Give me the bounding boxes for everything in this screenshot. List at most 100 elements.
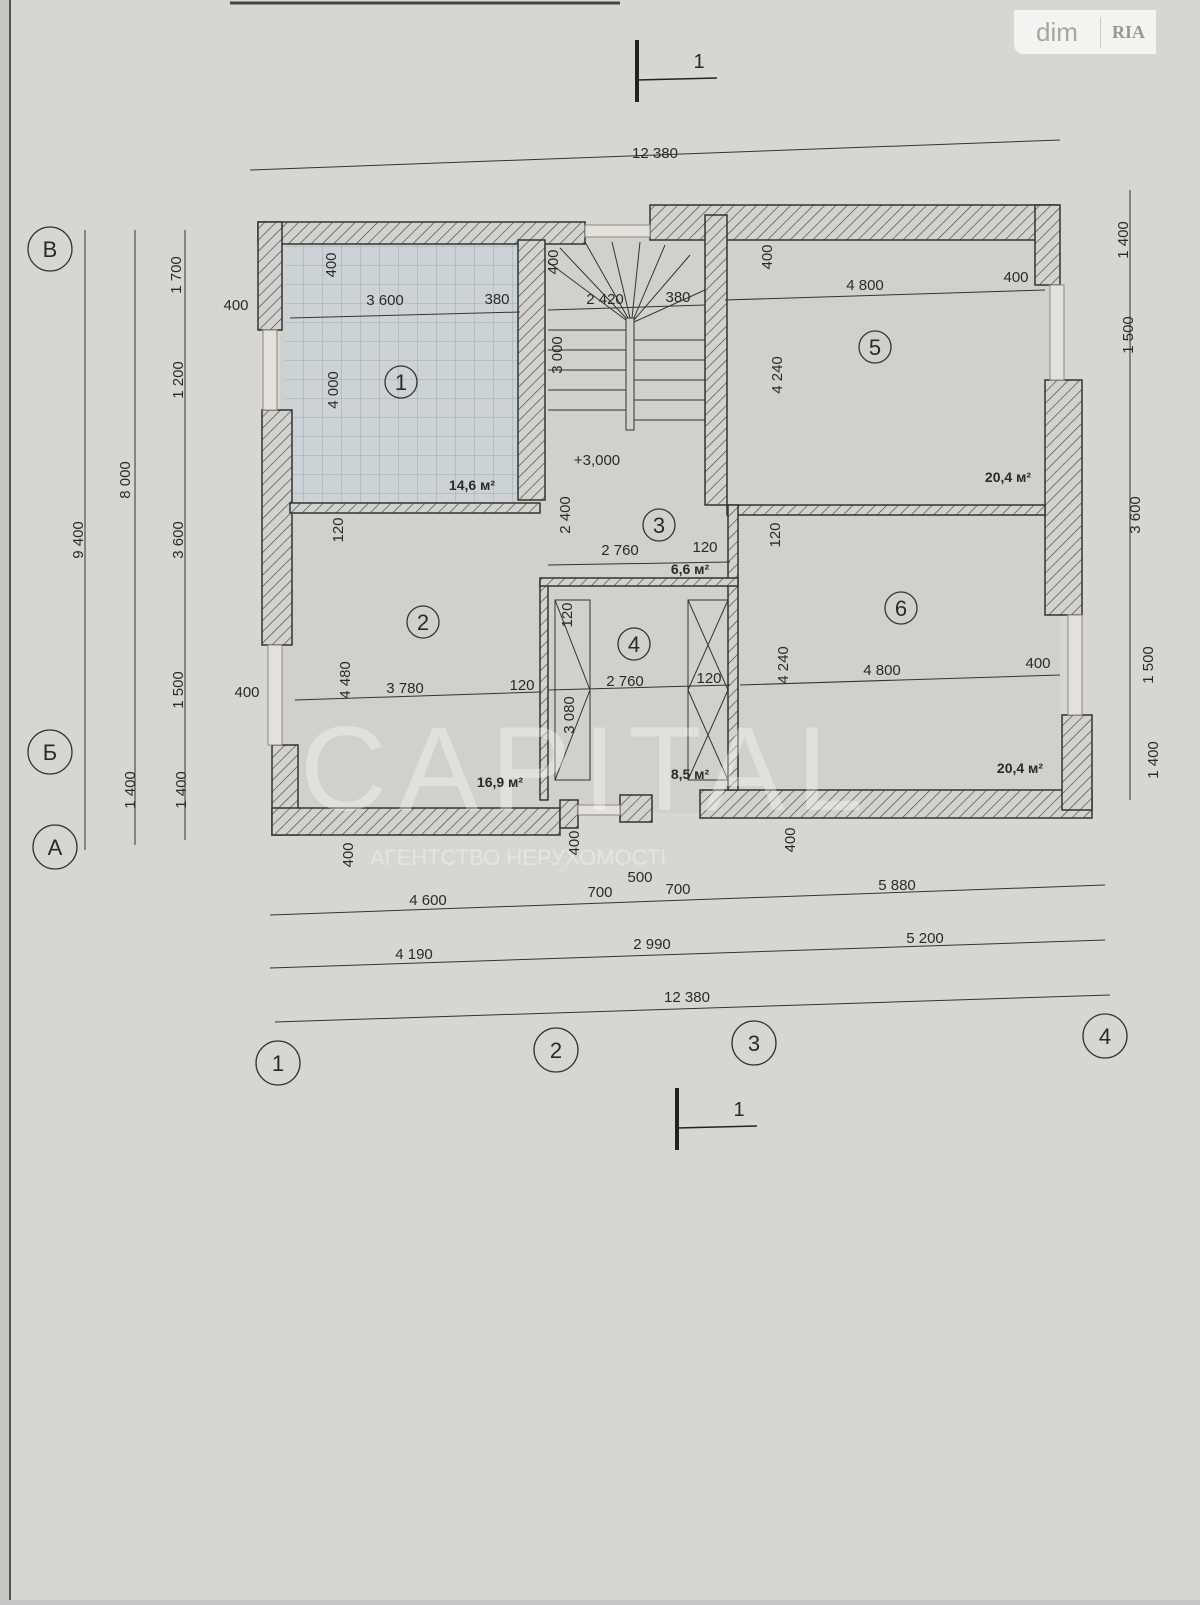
dimension-line <box>547 684 731 691</box>
dimension-room6: 4 240 <box>775 646 792 684</box>
dimension-stair: 2 420 <box>586 291 624 308</box>
dimension-line <box>274 994 1111 1023</box>
dimension-room1: 3 600 <box>366 292 404 309</box>
watermark-caption: АГЕНТСТВО НЕРУХОМОСТІ <box>370 845 666 870</box>
room-area: 14,6 м² <box>449 477 495 493</box>
dimension-room1: 4 000 <box>325 371 342 409</box>
grid-axis-label: 4 <box>1099 1024 1111 1049</box>
room-number: 4 <box>628 632 640 657</box>
room-area: 20,4 м² <box>985 469 1031 485</box>
dimension-room6: 120 <box>767 522 784 547</box>
dimension-bottom: 12 380 <box>664 989 710 1006</box>
wall <box>517 239 546 501</box>
dimension-room2: 4 480 <box>337 661 354 699</box>
window <box>267 644 283 746</box>
dimension-room3: 2 400 <box>557 496 574 534</box>
dimension-room5: 400 <box>1003 269 1028 286</box>
dimension-room4: 2 760 <box>606 673 644 690</box>
dimension-left: 1 400 <box>122 771 139 809</box>
dimension-room1: 400 <box>223 297 248 314</box>
dimension-room5: 4 800 <box>846 277 884 294</box>
dimension-line <box>289 311 521 319</box>
room-number-circle <box>884 591 918 625</box>
grid-axis-bubble <box>1082 1013 1128 1059</box>
dimension-bottom: 5 200 <box>906 930 944 947</box>
grid-axis-label: 2 <box>550 1038 562 1063</box>
window <box>262 329 278 411</box>
watermark-logo: CAPITAL <box>300 702 875 836</box>
room-number: 2 <box>417 610 429 635</box>
dimension-line <box>724 289 1046 301</box>
grid-axis-bubble <box>27 226 73 272</box>
dimension-room4: 3 080 <box>561 696 578 734</box>
wall <box>1044 379 1083 616</box>
dimension-bottom: 4 600 <box>409 892 447 909</box>
dimension-room6: 4 800 <box>863 662 901 679</box>
grid-axis-label: 3 <box>748 1031 760 1056</box>
section-number: 1 <box>733 1099 744 1121</box>
dimension-left: 1 200 <box>170 361 187 399</box>
dimension-bottom: 4 190 <box>395 946 433 963</box>
dimension-left: 9 400 <box>70 521 87 559</box>
dimension-left: 3 600 <box>170 521 187 559</box>
wall <box>1061 714 1093 811</box>
dimension-right: 1 500 <box>1120 316 1137 354</box>
grid-axis-label: В <box>43 237 58 262</box>
dimension-room4: 120 <box>696 670 721 687</box>
column <box>619 794 653 823</box>
room-number-circle <box>617 627 651 661</box>
dimension-room5: 4 240 <box>769 356 786 394</box>
room-number-circle <box>642 508 676 542</box>
window <box>1067 614 1083 716</box>
wall <box>699 789 1093 819</box>
room-area: 20,4 м² <box>997 760 1043 776</box>
section-number: 1 <box>693 51 704 73</box>
windows <box>262 224 1083 816</box>
room-area: 6,6 м² <box>671 561 710 577</box>
dimension-line <box>269 884 1106 916</box>
room-area: 16,9 м² <box>477 774 523 790</box>
dimension-line <box>269 939 1106 969</box>
dimension-room2: 3 780 <box>386 680 424 697</box>
room-number-circle <box>384 365 418 399</box>
wardrobes <box>554 599 729 781</box>
grid-axis-label: 1 <box>272 1051 284 1076</box>
dimension-room5: 400 <box>759 244 776 269</box>
dimension-room1: 380 <box>484 291 509 308</box>
dimension-room2: 400 <box>234 684 259 701</box>
dimension-stair: 400 <box>545 249 562 274</box>
room-number: 3 <box>653 513 665 538</box>
dimension-stair: 380 <box>665 289 690 306</box>
window <box>1049 284 1065 381</box>
dimension-room2: 120 <box>509 677 534 694</box>
room-number: 6 <box>895 596 907 621</box>
dimension-left: 1 700 <box>168 256 185 294</box>
window <box>584 224 651 238</box>
dimension-right: 1 500 <box>1140 646 1157 684</box>
grid-axis-label: Б <box>43 740 57 765</box>
dimension-bottom: 400 <box>782 827 799 852</box>
bathroom-tiles <box>285 245 518 505</box>
dimension-bottom: 2 990 <box>633 936 671 953</box>
dimension-line <box>739 674 1061 686</box>
grid-axis-bubble <box>255 1040 301 1086</box>
grid-axis-bubble <box>27 729 73 775</box>
grid-axis-label: А <box>48 835 63 860</box>
dimension-line <box>294 691 541 701</box>
dimension-right: 3 600 <box>1127 496 1144 534</box>
dimension-bottom: 700 <box>665 881 690 898</box>
dimension-room6: 400 <box>1025 655 1050 672</box>
room-number: 1 <box>395 370 407 395</box>
partition <box>539 577 739 587</box>
wall <box>261 409 293 646</box>
room-area: 8,5 м² <box>671 766 710 782</box>
watermark: CAPITAL АГЕНТСТВО НЕРУХОМОСТІ <box>300 702 875 870</box>
section-arrow <box>676 1125 758 1129</box>
dimension-top-total: 12 380 <box>632 145 678 162</box>
dimension-line <box>547 561 731 566</box>
dim-ria-logo: dim RIA <box>1014 10 1156 54</box>
dimension-bottom: 5 880 <box>878 877 916 894</box>
partition <box>726 504 1046 516</box>
